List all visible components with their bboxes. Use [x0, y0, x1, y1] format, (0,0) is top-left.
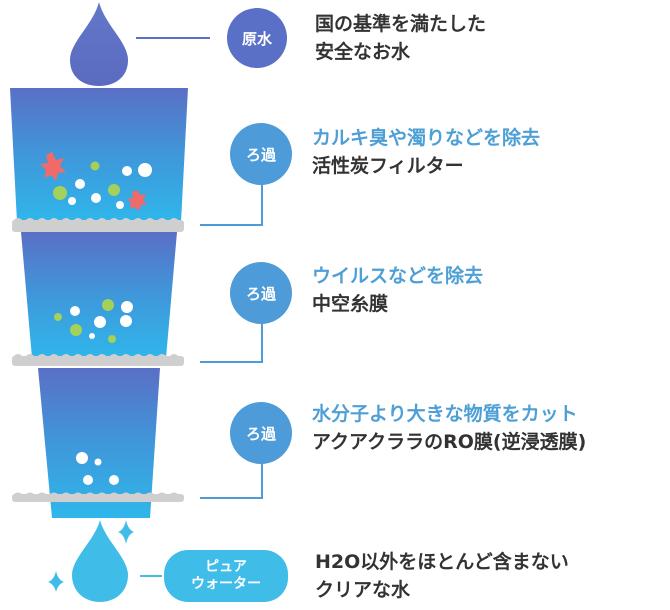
impurities-stage-2 [54, 299, 133, 343]
membrane-hollow-fiber [12, 354, 184, 366]
red-impurity-icon [127, 190, 147, 211]
raw-water-label: 原水 [241, 29, 272, 48]
raw-water-line1: 国の基準を満たした [315, 13, 487, 35]
red-impurity-icon [40, 152, 66, 181]
pure-water-label-line2: ウォーター [191, 576, 261, 592]
stage-1-connector-line [200, 180, 263, 226]
impurities-stage-1 [40, 152, 152, 211]
funnel-segment-1 [10, 88, 188, 222]
filter-stage-2-badge: ろ過 [230, 262, 292, 324]
pure-water-label-line1: ピュア [205, 559, 247, 575]
filter-stage-2-description: ウイルスなどを除去 中空糸膜 [312, 262, 483, 318]
filter-stage-2-headline: ウイルスなどを除去 [312, 265, 484, 287]
filter-stage-1-label: ろ過 [245, 145, 276, 164]
filter-stage-3-detail: アクアクララのRO膜(逆浸透膜) [312, 431, 587, 453]
filter-stage-1-badge: ろ過 [230, 123, 292, 185]
filter-stage-2-detail: 中空糸膜 [312, 293, 389, 315]
filter-stage-1-detail: 活性炭フィルター [312, 155, 464, 177]
filter-stage-1-headline: カルキ臭や濁りなどを除去 [312, 127, 541, 149]
filter-stage-3-description: 水分子より大きな物質をカット アクアクララのRO膜(逆浸透膜) [312, 400, 586, 456]
top-water-drop-icon [70, 2, 128, 86]
filter-stage-3-badge: ろ過 [230, 402, 292, 464]
filter-stage-2-label: ろ過 [245, 284, 276, 303]
membrane-activated-carbon [12, 218, 184, 232]
stage-2-connector-line [200, 322, 263, 363]
filter-stage-1-description: カルキ臭や濁りなどを除去 活性炭フィルター [312, 124, 540, 180]
bottom-water-drop-icon [72, 520, 128, 602]
pure-water-badge: ピュア ウォーター [164, 550, 288, 602]
pure-water-description: H2O以外をほとんど含まない クリアな水 [315, 548, 569, 604]
filter-stage-3-label: ろ過 [245, 424, 276, 443]
pure-water-line1: H2O以外をほとんど含まない [315, 551, 569, 573]
raw-water-line2: 安全なお水 [315, 41, 411, 63]
membrane-ro [12, 492, 184, 502]
stage-3-connector-line [200, 462, 263, 499]
funnel-segment-3 [38, 368, 160, 518]
filter-stage-3-headline: 水分子より大きな物質をカット [312, 403, 578, 425]
pure-water-line2: クリアな水 [315, 579, 411, 601]
funnel-segment-2 [21, 232, 177, 358]
impurities-stage-3 [76, 452, 119, 485]
sparkle-icon [118, 520, 134, 544]
sparkle-icon [48, 571, 64, 592]
raw-water-badge: 原水 [227, 8, 287, 68]
raw-water-description: 国の基準を満たした 安全なお水 [315, 10, 486, 66]
